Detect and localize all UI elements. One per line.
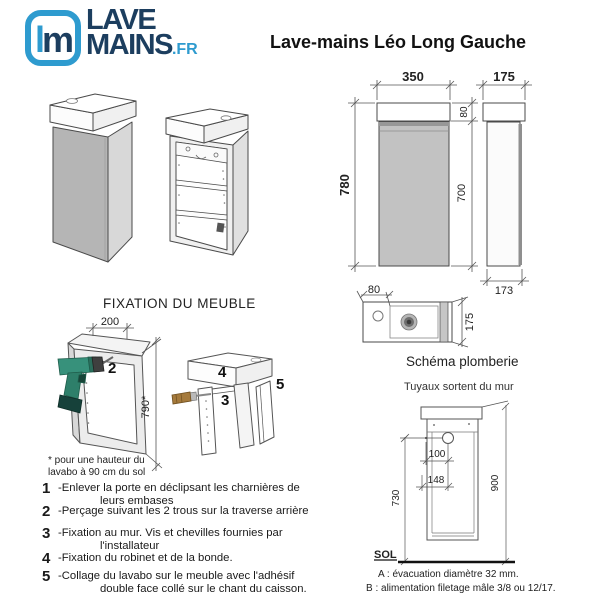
exploded-drawing <box>187 352 275 456</box>
cabinet-3d-views <box>49 93 249 263</box>
instruction-step-4: 4 -Fixation du robinet et de la bonde. <box>42 550 357 567</box>
tap-hole-icon <box>220 115 232 121</box>
dim-body-height: 700 <box>456 184 468 202</box>
instruction-step-1: 1 -Enlever la porte en déclipsant les ch… <box>42 480 357 508</box>
front-view <box>376 102 451 267</box>
plumbing-note-a: A : évacuation diamètre 32 mm. <box>378 569 519 580</box>
dim-basin-height: 80 <box>459 106 470 118</box>
screwdriver-icon <box>171 391 212 405</box>
basin-plan <box>362 301 453 343</box>
instruction-number: 4 <box>42 550 51 567</box>
instruction-step-3: 3 -Fixation au mur. Vis et chevilles fou… <box>42 525 357 553</box>
dim-900: 900 <box>490 474 501 491</box>
dim-fixation-width: 200 <box>101 316 119 328</box>
page-title: Lave-mains Léo Long Gauche <box>269 32 527 52</box>
tap-hole-icon <box>66 98 78 104</box>
instruction-step-5: 5 -Collage du lavabo sur le meuble avec … <box>42 568 357 596</box>
dim-100: 100 <box>429 449 446 460</box>
dim-front-width: 350 <box>402 69 424 84</box>
open-cabinet-view <box>165 108 249 256</box>
step-label-2: 2 <box>108 360 116 377</box>
instruction-text: -Collage du lavabo sur le meuble avec l'… <box>58 570 307 595</box>
plumbing-diagram: 100 148 730 900 SOL <box>374 400 515 566</box>
instruction-text: -Perçage suivant les 2 trous sur la trav… <box>58 505 309 517</box>
siphon-icon <box>195 154 207 159</box>
dim-front-height: 780 <box>337 174 352 196</box>
carcass-drawing <box>67 333 151 455</box>
logo-wordmark: LAVE MAINS.FR <box>86 4 198 61</box>
dim-148: 148 <box>428 475 445 486</box>
closed-cabinet-view <box>49 93 137 263</box>
carcass-dimensions <box>86 323 163 472</box>
instruction-step-2: 2 -Perçage suivant les 2 trous sur la tr… <box>42 503 357 520</box>
supply-point-icon <box>442 432 454 444</box>
dim-side-bottom: 173 <box>495 285 513 295</box>
svg-text:lm: lm <box>35 19 72 60</box>
instruction-text: -Fixation du robinet et de la bonde. <box>58 552 233 564</box>
dim-top-depth: 175 <box>464 313 476 331</box>
lavemains-logo-icon: lm <box>25 10 81 66</box>
instruction-number: 1 <box>42 480 51 497</box>
dim-tap-offset: 80 <box>368 285 380 296</box>
tap-hole-icon <box>372 310 384 322</box>
plumbing-cabinet <box>420 406 483 541</box>
height-footnote: * pour une hauteur du lavabo à 90 cm du … <box>48 455 146 478</box>
instruction-text: -Enlever la porte en déclipsant les char… <box>58 482 300 507</box>
plumbing-note-b: B : alimentation filetage mâle 3/8 ou 12… <box>366 583 556 594</box>
drill-icon <box>57 356 114 414</box>
drain-icon <box>400 313 418 331</box>
dim-730: 730 <box>391 489 402 506</box>
floor-label: SOL <box>374 549 397 561</box>
fixation-section-title: FIXATION DU MEUBLE <box>103 296 256 311</box>
step-label-3: 3 <box>221 392 229 409</box>
basin-top-view: 80 175 <box>356 285 476 348</box>
instruction-text: -Fixation au mur. Vis et chevilles fourn… <box>58 527 283 552</box>
dimensioned-views: 350 780 80 700 175 173 <box>337 69 532 295</box>
step-label-5: 5 <box>276 376 284 393</box>
side-view-dimensions <box>476 80 532 286</box>
dim-side-width: 175 <box>493 69 515 84</box>
brand-logo: lm LAVE MAINS.FR <box>24 4 198 68</box>
plumbing-subtitle: Tuyaux sortent du mur <box>404 381 514 393</box>
instruction-number: 2 <box>42 503 51 520</box>
top-view-dimensions <box>356 290 469 348</box>
dim-fixation-height: 790* <box>140 395 152 418</box>
fixation-drawings: 2 200 790* <box>57 316 284 472</box>
side-view <box>482 102 526 267</box>
plumbing-dimensions <box>400 400 510 566</box>
front-view-dimensions <box>348 80 478 272</box>
hinge-icon <box>216 222 225 233</box>
step-label-4: 4 <box>218 364 227 381</box>
instruction-number: 5 <box>42 568 51 585</box>
instruction-number: 3 <box>42 525 51 542</box>
plumbing-title: Schéma plomberie <box>406 354 519 369</box>
